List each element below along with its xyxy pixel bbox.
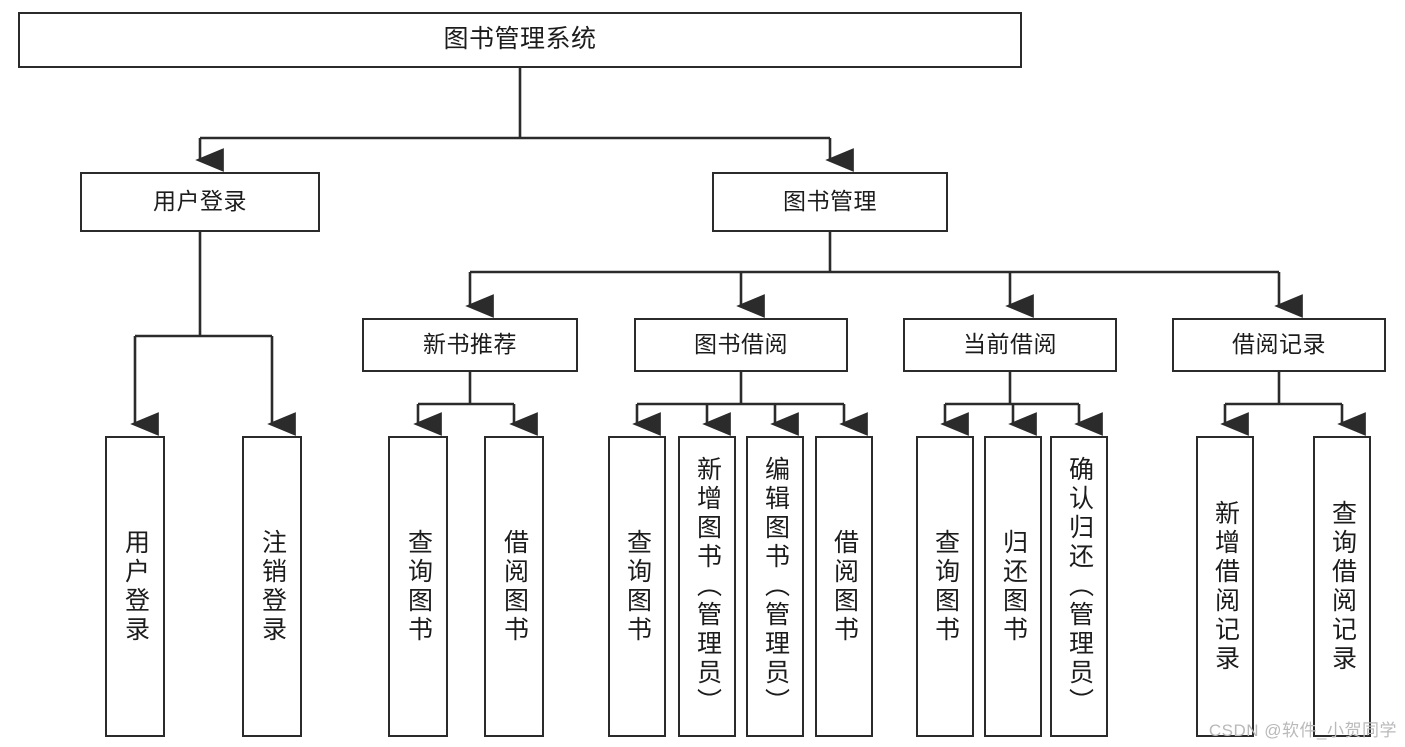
node-leaf-borrow-book-1-label: 借阅图书: [500, 528, 529, 645]
node-leaf-borrow-book-2[interactable]: 借阅图书: [815, 436, 873, 737]
node-leaf-confirm-return[interactable]: 确认归还（管理员）: [1050, 436, 1108, 737]
node-leaf-query-book-1-label: 查询图书: [404, 528, 433, 645]
node-leaf-borrow-book-2-label: 借阅图书: [830, 528, 859, 645]
node-leaf-query-record-label: 查询借阅记录: [1328, 499, 1357, 674]
node-leaf-edit-book-label: 编辑图书（管理员）: [761, 456, 790, 717]
node-leaf-return-book[interactable]: 归还图书: [984, 436, 1042, 737]
node-leaf-query-book-2[interactable]: 查询图书: [608, 436, 666, 737]
node-leaf-query-book-1[interactable]: 查询图书: [388, 436, 448, 737]
node-leaf-user-login[interactable]: 用户登录: [105, 436, 165, 737]
node-leaf-add-book-label: 新增图书（管理员）: [693, 456, 722, 717]
node-leaf-query-book-2-label: 查询图书: [623, 528, 652, 645]
node-leaf-add-book[interactable]: 新增图书（管理员）: [678, 436, 736, 737]
node-leaf-edit-book[interactable]: 编辑图书（管理员）: [746, 436, 804, 737]
node-leaf-return-book-label: 归还图书: [999, 528, 1028, 645]
node-user-login-label: 用户登录: [153, 188, 247, 215]
csdn-watermark: CSDN @软件_小贺同学: [1208, 721, 1397, 740]
node-book-borrow[interactable]: 图书借阅: [634, 318, 848, 372]
node-leaf-user-login-label: 用户登录: [121, 528, 150, 645]
node-leaf-logout-label: 注销登录: [258, 528, 287, 645]
node-user-login[interactable]: 用户登录: [80, 172, 320, 232]
node-borrow-record-label: 借阅记录: [1232, 331, 1326, 358]
node-root[interactable]: 图书管理系统: [18, 12, 1022, 68]
node-leaf-add-record[interactable]: 新增借阅记录: [1196, 436, 1254, 737]
node-book-manage-label: 图书管理: [783, 188, 877, 215]
node-current-borrow-label: 当前借阅: [963, 331, 1057, 358]
node-leaf-logout[interactable]: 注销登录: [242, 436, 302, 737]
node-leaf-confirm-return-label: 确认归还（管理员）: [1065, 456, 1094, 717]
node-current-borrow[interactable]: 当前借阅: [903, 318, 1117, 372]
node-leaf-borrow-book-1[interactable]: 借阅图书: [484, 436, 544, 737]
node-new-book-rec[interactable]: 新书推荐: [362, 318, 578, 372]
node-leaf-query-record[interactable]: 查询借阅记录: [1313, 436, 1371, 737]
node-book-manage[interactable]: 图书管理: [712, 172, 948, 232]
node-leaf-query-book-3-label: 查询图书: [931, 528, 960, 645]
node-new-book-rec-label: 新书推荐: [423, 331, 517, 358]
node-borrow-record[interactable]: 借阅记录: [1172, 318, 1386, 372]
node-leaf-query-book-3[interactable]: 查询图书: [916, 436, 974, 737]
node-root-label: 图书管理系统: [443, 25, 597, 54]
node-book-borrow-label: 图书借阅: [694, 331, 788, 358]
node-leaf-add-record-label: 新增借阅记录: [1211, 499, 1240, 674]
